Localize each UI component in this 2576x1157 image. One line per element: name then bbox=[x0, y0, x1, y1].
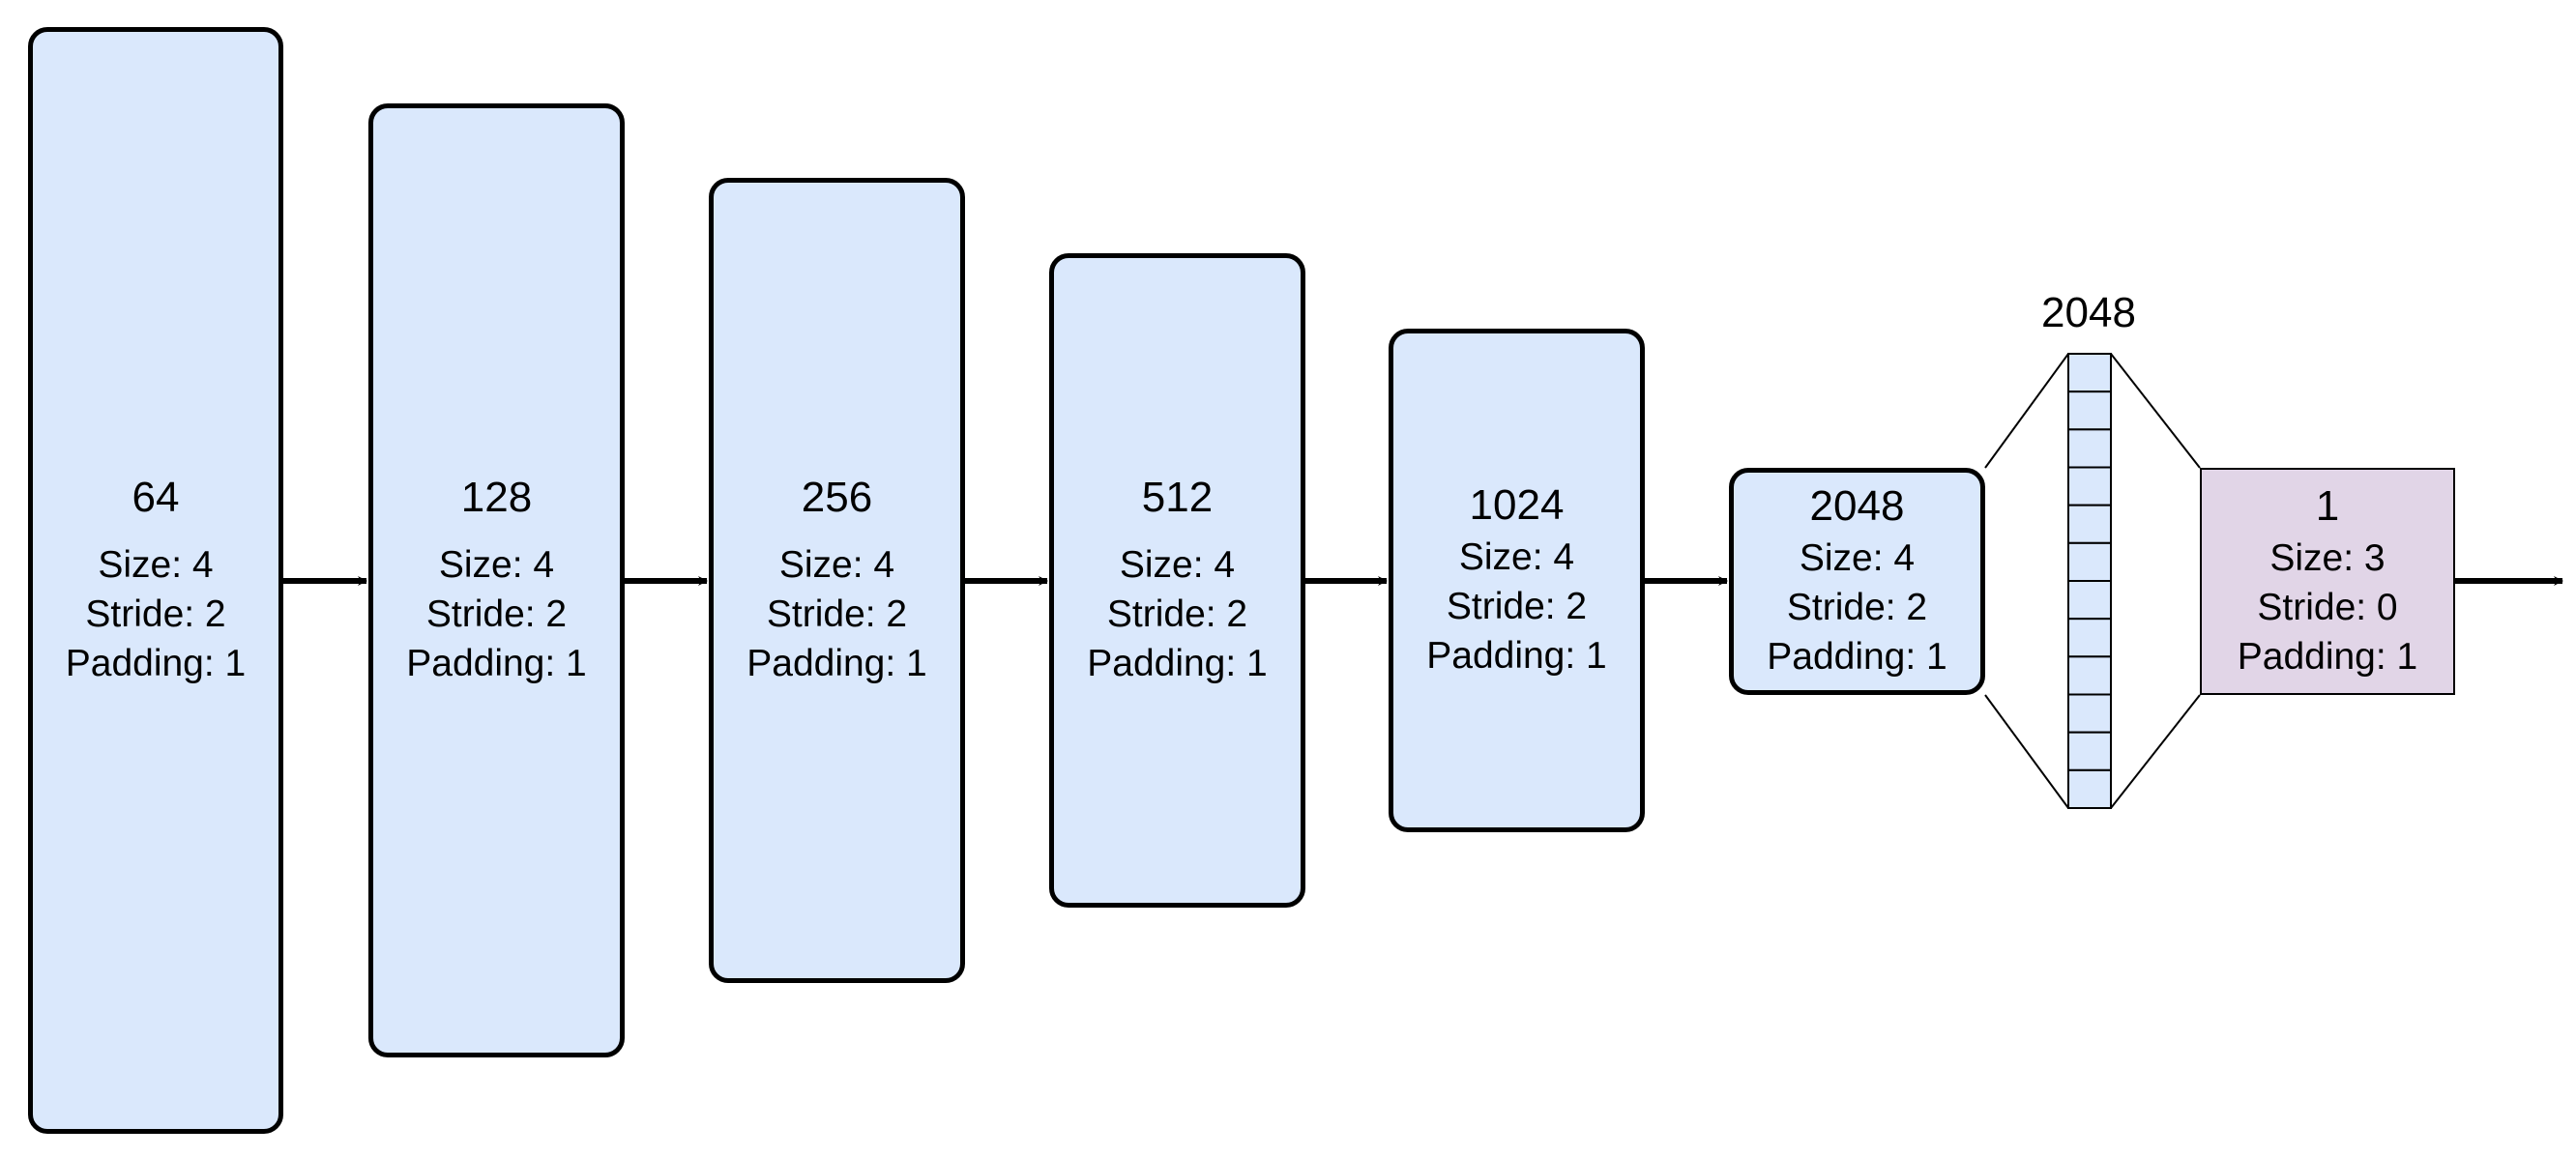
layer-3-channels: 256 bbox=[801, 474, 873, 521]
vector-cell bbox=[2067, 618, 2112, 658]
conv-layer-1: 64 Size: 4 Stride: 2 Padding: 1 bbox=[28, 27, 283, 1134]
layer-5-channels: 1024 bbox=[1469, 481, 1565, 529]
vector-cell bbox=[2067, 466, 2112, 506]
vector-cell bbox=[2067, 693, 2112, 734]
layer-1-padding: Padding: 1 bbox=[65, 643, 247, 684]
vector-group bbox=[1984, 353, 2201, 809]
layer-4-stride: Stride: 2 bbox=[1106, 593, 1248, 635]
layer-6-padding: Padding: 1 bbox=[1767, 636, 1947, 678]
layer-3-padding: Padding: 1 bbox=[746, 643, 927, 684]
conv-layer-4: 512 Size: 4 Stride: 2 Padding: 1 bbox=[1049, 253, 1305, 908]
conv-layer-2: 128 Size: 4 Stride: 2 Padding: 1 bbox=[368, 103, 625, 1057]
vector-cell bbox=[2067, 768, 2112, 809]
vector-cell bbox=[2067, 390, 2112, 431]
funnel-line-out-bottom bbox=[2110, 694, 2201, 809]
layer-3-size: Size: 4 bbox=[778, 544, 895, 586]
layer-2-channels: 128 bbox=[460, 474, 533, 521]
vector-cell bbox=[2067, 655, 2112, 696]
output-size: Size: 3 bbox=[2269, 537, 2386, 579]
vector-cell bbox=[2067, 541, 2112, 582]
layer-5-stride: Stride: 2 bbox=[1446, 586, 1588, 627]
funnel-line-in-top bbox=[1984, 353, 2069, 469]
funnel-line-in-bottom bbox=[1984, 694, 2069, 809]
layer-5-size: Size: 4 bbox=[1458, 536, 1575, 578]
layer-6-size: Size: 4 bbox=[1799, 537, 1916, 579]
layer-1-size: Size: 4 bbox=[98, 544, 214, 586]
vector-label: 2048 bbox=[2041, 289, 2136, 336]
output-padding: Padding: 1 bbox=[2237, 636, 2418, 678]
vector-cell bbox=[2067, 731, 2112, 771]
vector-cell bbox=[2067, 428, 2112, 469]
conv-layer-6: 2048 Size: 4 Stride: 2 Padding: 1 bbox=[1729, 468, 1985, 695]
layer-3-stride: Stride: 2 bbox=[766, 593, 908, 635]
layer-1-stride: Stride: 2 bbox=[85, 593, 226, 635]
layer-2-size: Size: 4 bbox=[438, 544, 555, 586]
vector-cell bbox=[2067, 580, 2112, 621]
vector-cell bbox=[2067, 504, 2112, 544]
layer-6-stride: Stride: 2 bbox=[1786, 587, 1928, 628]
conv-layer-5: 1024 Size: 4 Stride: 2 Padding: 1 bbox=[1389, 329, 1645, 832]
funnel-line-out-top bbox=[2110, 353, 2201, 469]
layer-4-size: Size: 4 bbox=[1119, 544, 1236, 586]
layer-6-channels: 2048 bbox=[1809, 482, 1905, 530]
layer-4-channels: 512 bbox=[1141, 474, 1214, 521]
layer-4-padding: Padding: 1 bbox=[1087, 643, 1268, 684]
vector-cell bbox=[2067, 353, 2112, 393]
layer-5-padding: Padding: 1 bbox=[1426, 635, 1607, 677]
layer-2-padding: Padding: 1 bbox=[406, 643, 587, 684]
conv-layer-3: 256 Size: 4 Stride: 2 Padding: 1 bbox=[709, 178, 965, 983]
output-stride: Stride: 0 bbox=[2257, 587, 2398, 628]
layer-1-channels: 64 bbox=[132, 474, 180, 521]
layer-2-stride: Stride: 2 bbox=[425, 593, 568, 635]
output-channels: 1 bbox=[2315, 482, 2340, 530]
output-layer: 1 Size: 3 Stride: 0 Padding: 1 bbox=[2200, 468, 2455, 695]
